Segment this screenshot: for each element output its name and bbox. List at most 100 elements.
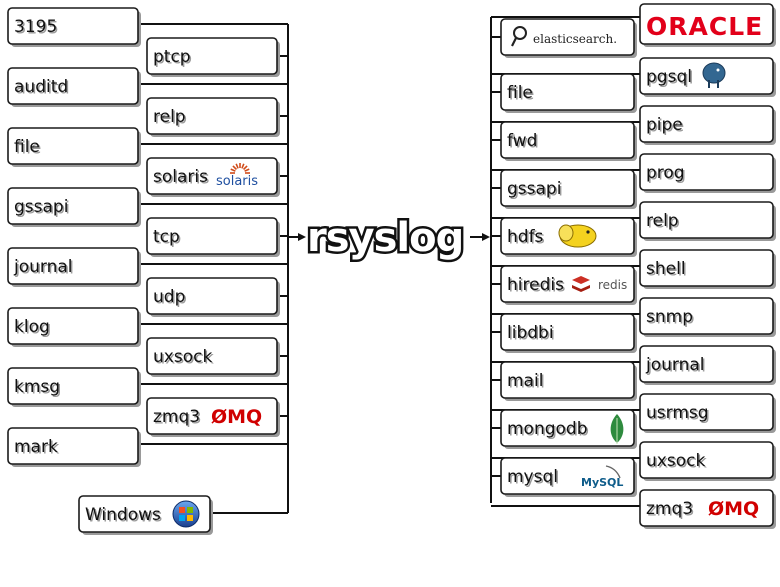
svg-text:udp: udp	[155, 289, 187, 309]
postgresql-elephant-icon	[702, 62, 726, 88]
mysql-logo: MySQL	[581, 476, 623, 489]
svg-text:relp: relp	[648, 213, 681, 233]
input2-udp-label: udp	[153, 287, 185, 307]
output-elasticsearch	[500, 18, 637, 58]
svg-text:tcp: tcp	[155, 229, 182, 249]
output2-snmp-5-label: snmp	[646, 307, 693, 327]
output2-uxsock-8-label: uxsock	[646, 451, 705, 471]
svg-text:prog: prog	[648, 165, 687, 185]
elasticsearch-icon	[511, 26, 527, 47]
output-hdfs-label: hdfs	[507, 227, 544, 247]
output2-pgsql-0-label: pgsql	[646, 67, 692, 87]
windows-logo-icon	[172, 500, 200, 528]
svg-text:pgsql: pgsql	[648, 69, 694, 89]
svg-text:uxsock: uxsock	[648, 453, 707, 473]
mongodb-leaf-icon	[610, 414, 624, 444]
input-auditd-label: auditd	[14, 77, 68, 97]
svg-text:mongodb: mongodb	[509, 421, 590, 441]
svg-text:journal: journal	[15, 259, 75, 279]
output2-relp-3-label: relp	[646, 211, 679, 231]
svg-text:Windows: Windows	[87, 507, 163, 527]
output2-shell-4-label: shell	[646, 259, 686, 279]
solaris-logo: solaris	[216, 174, 258, 189]
output-oracle	[639, 3, 776, 47]
svg-text:mail: mail	[509, 373, 545, 393]
svg-text:uxsock: uxsock	[155, 349, 214, 369]
output2-zmq3-9-label: zmq3	[646, 499, 693, 519]
oracle-logo: ORACLE	[646, 12, 763, 41]
solaris-sun-icon	[230, 163, 250, 174]
input2-zmq3-label: zmq3	[153, 407, 200, 427]
svg-text:gssapi: gssapi	[16, 199, 70, 219]
output2-pipe-1-label: pipe	[646, 115, 683, 135]
output2-journal-6-label: journal	[645, 355, 705, 375]
svg-text:ptcp: ptcp	[155, 49, 193, 69]
svg-text:solaris: solaris	[155, 169, 210, 189]
output2-usrmsg-7-label: usrmsg	[646, 403, 709, 423]
input-mark-label: mark	[14, 437, 58, 457]
input2-ptcp-label: ptcp	[153, 47, 191, 67]
input2-solaris-label: solaris	[153, 167, 208, 187]
svg-text:mark: mark	[16, 439, 60, 459]
input2-uxsock-label: uxsock	[153, 347, 212, 367]
mysql-dolphin-icon: MySQL	[581, 465, 623, 489]
input-file-label: file	[14, 137, 40, 157]
svg-text:file: file	[16, 139, 42, 159]
svg-text:3195: 3195	[16, 19, 59, 39]
svg-text:shell: shell	[648, 261, 688, 281]
svg-text:hdfs: hdfs	[509, 229, 546, 249]
svg-text:usrmsg: usrmsg	[648, 405, 711, 425]
svg-text:kmsg: kmsg	[16, 379, 62, 399]
output-file-label: file	[507, 83, 533, 103]
svg-text:fwd: fwd	[509, 133, 539, 153]
output-hiredis-label: hiredis	[507, 275, 564, 295]
input-windows-label: Windows	[85, 505, 161, 525]
svg-text:gssapi: gssapi	[509, 181, 563, 201]
elasticsearch-label: elasticsearch.	[533, 32, 617, 46]
svg-text:zmq3: zmq3	[648, 501, 695, 521]
zmq-logo: ØMQ	[211, 406, 262, 428]
svg-text:auditd: auditd	[16, 79, 70, 99]
svg-text:journal: journal	[647, 357, 707, 377]
input-gssapi-label: gssapi	[14, 197, 68, 217]
output-libdbi-label: libdbi	[507, 323, 554, 343]
svg-text:zmq3: zmq3	[155, 409, 202, 429]
output-mongodb-label: mongodb	[507, 419, 588, 439]
zmq-logo-right: ØMQ	[708, 498, 759, 520]
input-klog-label: klog	[14, 317, 50, 337]
output2-prog-2-label: prog	[646, 163, 685, 183]
input-kmsg-label: kmsg	[14, 377, 60, 397]
input2-relp-label: relp	[153, 107, 186, 127]
svg-text:snmp: snmp	[648, 309, 695, 329]
module-boxes: 31953195auditdauditdfilefilegssapigssapi…	[7, 3, 776, 535]
